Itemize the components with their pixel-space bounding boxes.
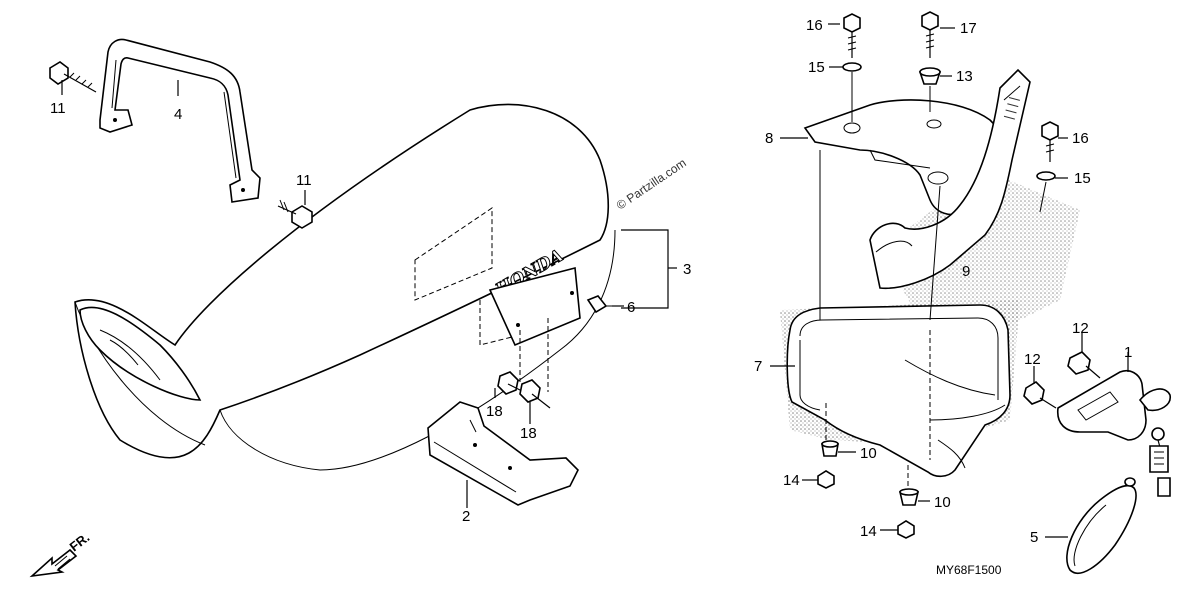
tool-bag [786,304,1011,478]
callout-16-b: 16 [1072,130,1089,147]
collar-6 [586,295,618,314]
collar-15-lower [1036,171,1056,181]
nut-14-a [817,470,835,489]
bolt-18-b [519,379,551,409]
callout-6: 6 [627,299,635,316]
callout-11-a: 11 [50,100,66,117]
watermark: © Partzilla.com [614,156,689,213]
callout-13: 13 [956,68,973,85]
callout-8: 8 [765,130,773,147]
callout-10-a: 10 [860,445,877,462]
front-direction-arrow-icon: FR. [29,530,92,578]
callout-16-a: 16 [806,17,823,34]
grommet-10-a [821,440,839,457]
callout-18-a: 18 [486,403,503,420]
nut-14-b [897,520,915,539]
callout-1: 1 [1124,344,1132,361]
seat-lock [1056,369,1171,497]
collar-15-upper [842,62,862,72]
callout-9: 9 [962,263,970,280]
grommet-13 [918,67,942,85]
bolt-11-upper [49,61,97,93]
callout-4: 4 [174,106,182,123]
callout-2: 2 [462,508,470,525]
diagram-code: MY68F1500 [936,563,1002,577]
callout-15-b: 15 [1074,170,1091,187]
bolt-12-a [1067,351,1101,379]
bolt-12-b [1023,380,1057,409]
bolt-11-lower [277,199,313,229]
svg-text:| | | |: | | | | [1001,95,1020,120]
callout-15-a: 15 [808,59,825,76]
callout-18-b: 18 [520,425,537,442]
seat: HONDA [74,103,616,471]
bolt-16-lower [1041,121,1059,162]
seat-lock-cable [1066,477,1137,574]
callout-12-b: 12 [1024,351,1041,368]
bolt-16-upper [843,13,861,58]
callout-5: 5 [1030,529,1038,546]
callout-11-b: 11 [296,172,312,189]
callout-14-b: 14 [860,523,877,540]
grab-rail [99,38,261,203]
callout-17: 17 [960,20,977,37]
strap: | | | | [869,68,1031,290]
callout-12-a: 12 [1072,320,1089,337]
seat-rear-cover [427,401,579,506]
callout-14-a: 14 [783,472,800,489]
callout-3: 3 [683,261,691,278]
grommet-10-b [898,488,920,506]
callout-10-b: 10 [934,494,951,511]
callout-7: 7 [754,358,762,375]
bolt-17 [921,11,939,58]
